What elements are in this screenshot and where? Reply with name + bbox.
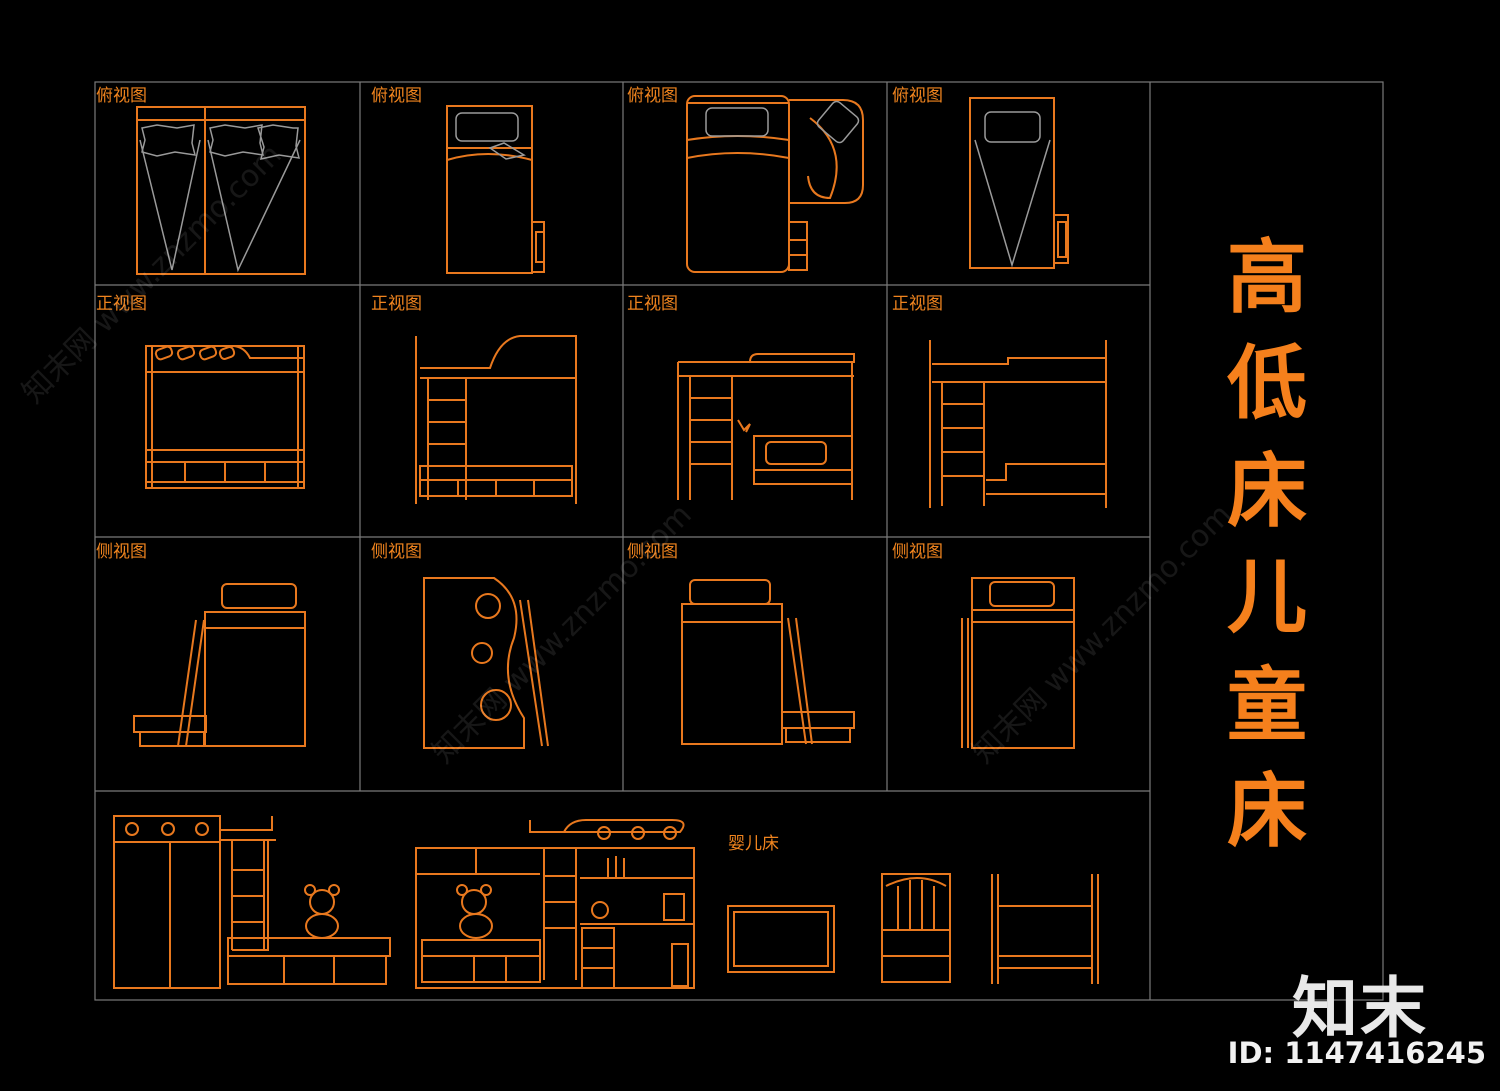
- image-id-label: ID: 1147416245: [1227, 1036, 1486, 1070]
- view-label-top-3: 俯视图: [627, 86, 678, 106]
- top-view-4: [969, 97, 1069, 269]
- side-view-2: [423, 577, 549, 749]
- top-view-3: [686, 95, 864, 273]
- brand-logo: 知末: [1292, 970, 1428, 1047]
- books-icon: [607, 856, 625, 878]
- title-char-1: 高: [1227, 231, 1307, 324]
- view-label-side-1: 侧视图: [96, 542, 147, 562]
- ladder-icon: [689, 376, 733, 500]
- view-label-side-4: 侧视图: [892, 542, 943, 562]
- title-char-3: 床: [1227, 445, 1307, 538]
- front-view-2: [415, 335, 577, 504]
- front-view-3: [677, 353, 855, 500]
- side-view-3: [681, 579, 855, 745]
- title-char-4: 儿: [1227, 551, 1307, 644]
- computer-icon: [663, 893, 689, 987]
- ladder-icon: [941, 382, 985, 506]
- top-view-1: [136, 106, 306, 275]
- view-label-top-1: 俯视图: [96, 86, 147, 106]
- crib-front-view: [991, 874, 1099, 984]
- front-view-1: [145, 345, 305, 489]
- porthole-vents: [154, 345, 236, 361]
- view-label-front-4: 正视图: [892, 294, 943, 314]
- view-label-top-2: 俯视图: [371, 86, 422, 106]
- title-char-5: 童: [1227, 659, 1307, 752]
- view-label-crib: 婴儿床: [728, 834, 779, 854]
- alarm-clock-icon: [591, 901, 609, 919]
- view-label-side-2: 侧视图: [371, 542, 422, 562]
- view-label-front-1: 正视图: [96, 294, 147, 314]
- crib-top-view: [727, 905, 835, 973]
- side-view-1: [133, 583, 306, 747]
- ladder-icon: [543, 848, 577, 980]
- teddy-bear-icon: [304, 884, 340, 939]
- view-label-top-4: 俯视图: [892, 86, 943, 106]
- grid-frame: [94, 81, 1384, 1001]
- crib-side-view: [881, 873, 951, 983]
- combo-bed-1: [113, 815, 391, 989]
- top-view-2: [446, 105, 545, 274]
- view-label-front-3: 正视图: [627, 294, 678, 314]
- front-view-4: [929, 340, 1107, 508]
- title-char-2: 低: [1227, 337, 1307, 430]
- view-label-side-3: 侧视图: [627, 542, 678, 562]
- side-view-4: [961, 577, 1075, 749]
- ladder-icon: [231, 840, 265, 950]
- teddy-bear-icon: [456, 884, 493, 939]
- view-label-front-2: 正视图: [371, 294, 422, 314]
- combo-bed-2: [415, 819, 695, 989]
- title-char-6: 床: [1227, 765, 1307, 858]
- ladder-icon: [427, 378, 467, 500]
